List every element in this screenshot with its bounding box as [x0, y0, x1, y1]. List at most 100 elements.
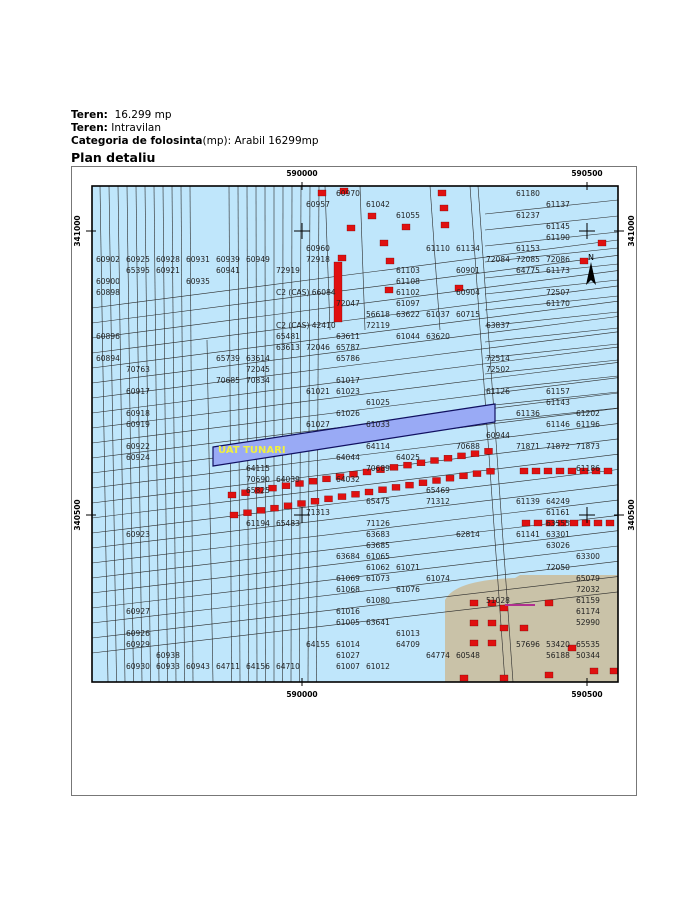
parcel-label: 65787 — [336, 343, 360, 352]
building — [324, 495, 333, 503]
building — [521, 519, 531, 527]
x-tick-label: 590000 — [286, 690, 317, 699]
parcel-label: 61126 — [486, 387, 510, 396]
building — [367, 212, 377, 220]
parcel-label: 61007 — [336, 662, 360, 671]
building — [469, 599, 479, 607]
building — [351, 491, 360, 498]
parcel-label: 61027 — [306, 420, 330, 429]
highlight-parcel — [212, 403, 496, 467]
parcel-label: 72502 — [486, 365, 510, 374]
parcel-label: 61202 — [576, 409, 600, 418]
parcel-label: 60957 — [306, 200, 330, 209]
parcel-label: 64710 — [276, 662, 300, 671]
parcel-label: 60901 — [456, 266, 480, 275]
grid-cross — [294, 223, 595, 523]
building — [469, 619, 479, 627]
building — [362, 468, 372, 476]
parcel-label: 61005 — [336, 618, 360, 627]
parcel-label: 64775 — [516, 266, 540, 275]
parcel-label: 60926 — [126, 629, 150, 638]
parcel-label: 65481 — [276, 332, 300, 341]
parcel-label: 63684 — [336, 552, 360, 561]
parcel-label: 61159 — [576, 596, 600, 605]
parcel-label: 62814 — [456, 530, 480, 539]
parcel-label: 72085 — [516, 255, 540, 264]
parcel-label: 60548 — [456, 651, 480, 660]
building — [472, 470, 482, 477]
building — [339, 187, 349, 195]
parcel-label: 64156 — [246, 662, 270, 671]
parcel-label: 61074 — [426, 574, 450, 583]
parcel-label: 72507 — [546, 288, 570, 297]
parcel-label: 60925 — [126, 255, 150, 264]
parcel-label: 60921 — [156, 266, 180, 275]
area-line: Teren: 16.299 mp — [71, 109, 172, 121]
parcel-label: 63622 — [396, 310, 420, 319]
parcel-label: 61016 — [336, 607, 360, 616]
parcel-label: 64044 — [336, 453, 360, 462]
parcel-label: 61080 — [366, 596, 390, 605]
parcel-label: 60927 — [126, 607, 150, 616]
parcel-label: 60900 — [96, 277, 120, 286]
building — [581, 519, 591, 527]
building — [243, 509, 252, 516]
parcel-label: 72086 — [546, 255, 570, 264]
building — [557, 519, 567, 527]
building — [593, 519, 603, 527]
y-tick-label: 340500 — [73, 499, 82, 530]
parcel-label: 63026 — [546, 541, 570, 550]
parcel-label: 71873 — [576, 442, 600, 451]
building — [579, 467, 589, 475]
parcel-label: 65483 — [276, 519, 300, 528]
parcel-label: 61146 — [546, 420, 570, 429]
building — [484, 448, 493, 455]
parcel-label: 65825 — [246, 486, 270, 495]
building — [440, 221, 450, 229]
x-tick-label: 590500 — [571, 690, 602, 699]
building — [229, 511, 239, 519]
building — [499, 674, 509, 682]
parcel-label: 60919 — [126, 420, 150, 429]
parcel-label: 61027 — [336, 651, 360, 660]
parcel-label: 61186 — [576, 464, 600, 473]
parcel-label: 64039 — [276, 475, 300, 484]
building — [349, 471, 358, 478]
parcel-label: 57696 — [516, 640, 540, 649]
parcel-label: 60944 — [486, 431, 510, 440]
parcel-label: 65079 — [576, 574, 600, 583]
building — [499, 604, 509, 612]
parcel-label: 72918 — [306, 255, 330, 264]
building — [487, 639, 497, 647]
building — [470, 450, 480, 457]
map-border — [91, 185, 619, 683]
building — [268, 484, 277, 492]
building — [283, 502, 293, 509]
x-tick-label: 590000 — [286, 169, 317, 178]
building — [589, 667, 599, 675]
building — [487, 619, 497, 627]
parcel-label: 71871 — [516, 442, 540, 451]
parcel-label: 72047 — [336, 299, 360, 308]
parcel-label: 61068 — [336, 585, 360, 594]
parcel-label: 63611 — [336, 332, 360, 341]
parcel-label: 61190 — [546, 233, 570, 242]
building — [430, 457, 439, 464]
parcel-label: 63614 — [246, 354, 270, 363]
building — [310, 498, 320, 505]
parcel-label: 61196 — [576, 420, 600, 429]
parcel-label: 61136 — [516, 409, 540, 418]
parcel-label: 64114 — [366, 442, 390, 451]
parcel-label: 60960 — [306, 244, 330, 253]
parcel-label: 61237 — [516, 211, 540, 220]
building — [567, 467, 577, 475]
parcel-label: 60939 — [216, 255, 240, 264]
parcel-label: 64709 — [396, 640, 420, 649]
parcel-label: 72050 — [546, 563, 570, 572]
parcel-label: 65395 — [126, 266, 150, 275]
parcel-label: 60898 — [96, 288, 120, 297]
parcel-label: 61173 — [546, 266, 570, 275]
parcel-label: 61194 — [246, 519, 270, 528]
parcel-label: 60923 — [126, 530, 150, 539]
